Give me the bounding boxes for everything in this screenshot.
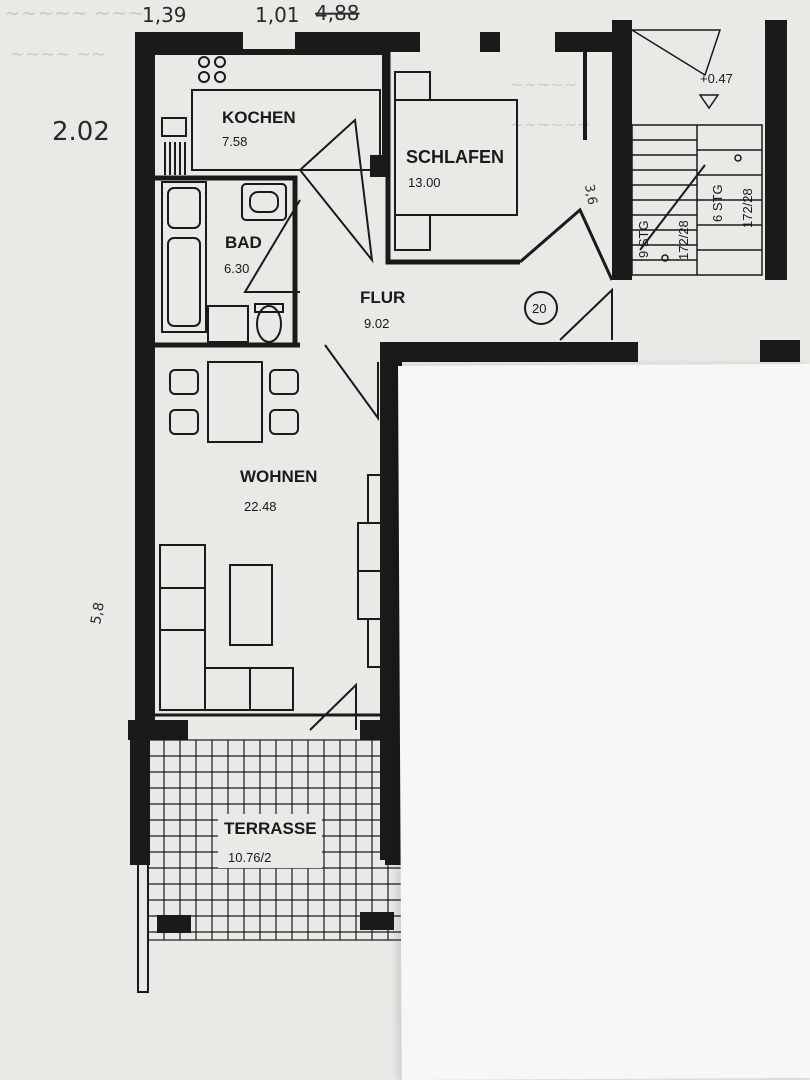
room-label-schlafen: SCHLAFEN: [406, 147, 504, 167]
handwritten-dim-3: 4,88: [315, 1, 360, 25]
room-area-kochen: 7.58: [222, 134, 247, 149]
room-area-terrasse: 10.76/2: [228, 850, 271, 865]
terrace-edge: [137, 865, 149, 993]
terrace-posts: [157, 912, 394, 933]
handwritten-room-dim: 3,6: [581, 183, 599, 206]
svg-text:~~~~ ~~: ~~~~ ~~: [10, 44, 106, 65]
bathroom-fixtures: [161, 181, 287, 343]
level-marker: +0.47: [700, 71, 733, 86]
room-label-kochen: KOCHEN: [222, 108, 296, 127]
inner-walls: [155, 49, 587, 717]
svg-text:~~~~~~: ~~~~~~: [510, 115, 590, 134]
unit-number: 20: [532, 301, 546, 316]
overlay-paper-sheet: [398, 363, 810, 1080]
stair-right-ratio: 172/28: [740, 188, 755, 228]
handwritten-dim-2: 1,01: [255, 3, 300, 27]
door-swings: [243, 117, 613, 731]
room-label-flur: FLUR: [360, 288, 405, 307]
room-label-bad: BAD: [225, 233, 262, 252]
room-label-wohnen: WOHNEN: [240, 467, 317, 486]
handwritten-unit-id: 2.02: [52, 117, 110, 147]
room-area-wohnen: 22.48: [244, 499, 277, 514]
staircase: [629, 29, 763, 276]
sofa: [159, 544, 294, 711]
wall-cabinet: [357, 474, 391, 668]
handwritten-side-dim: 5,8: [88, 601, 108, 626]
stair-left-ratio: 172/28: [676, 220, 691, 260]
background-faint-text: ~~~~~ ~~~ ~~~~ ~~ ~~~~~ ~~~~~~: [4, 1, 590, 134]
room-area-bad: 6.30: [224, 261, 249, 276]
svg-text:~~~~~ ~~~: ~~~~~ ~~~: [4, 1, 144, 25]
unit-number-circle: [524, 291, 558, 325]
room-area-schlafen: 13.00: [408, 175, 441, 190]
handwritten-dim-1: 1,39: [142, 3, 187, 27]
stair-right-steps: 6 STG: [710, 184, 725, 222]
kitchen-fixtures: [161, 56, 381, 175]
stair-left-steps: 9 STG: [636, 220, 651, 258]
room-label-terrasse: TERRASSE: [224, 819, 317, 838]
svg-text:~~~~~: ~~~~~: [510, 75, 577, 94]
room-area-flur: 9.02: [364, 316, 389, 331]
bed: [394, 71, 614, 281]
walls: [128, 20, 800, 865]
dining-set: [169, 361, 299, 443]
